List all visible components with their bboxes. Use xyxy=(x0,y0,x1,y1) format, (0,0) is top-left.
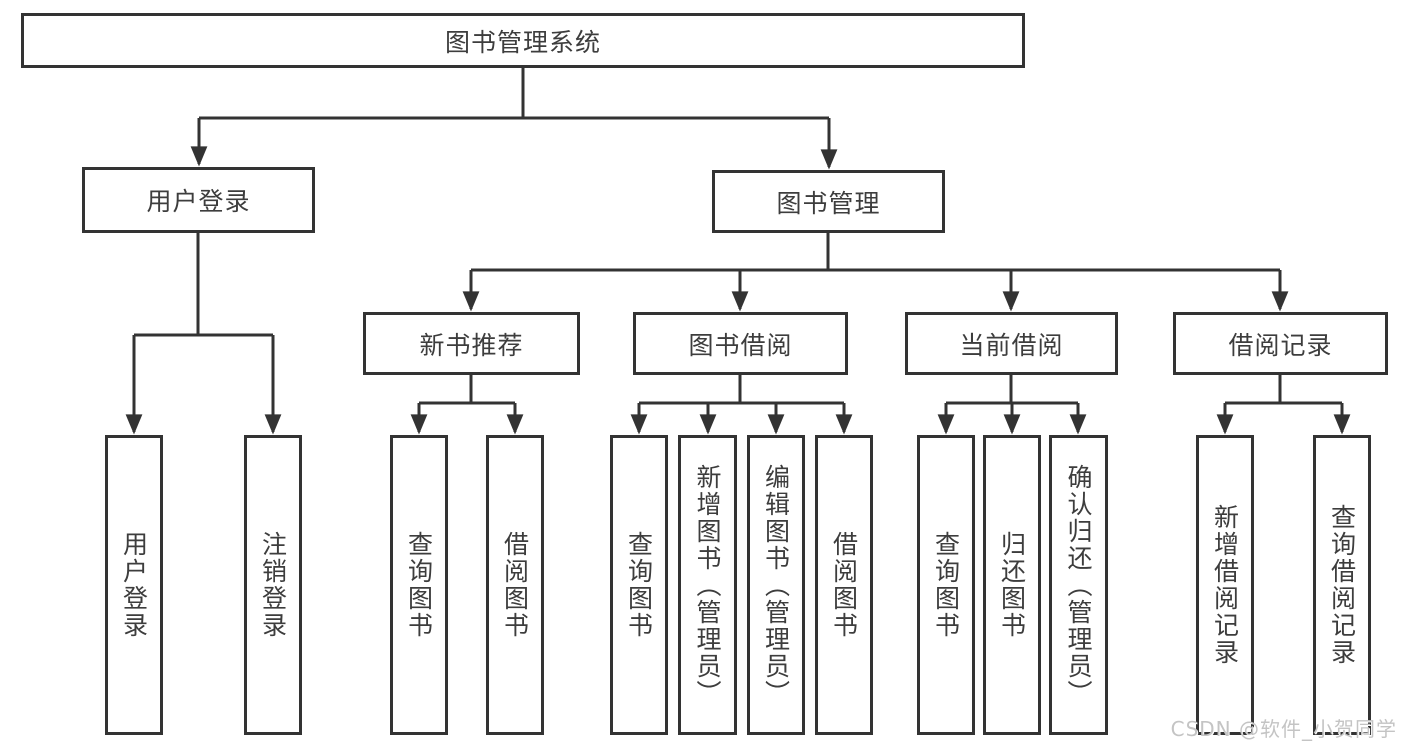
leaf-query-borrow-record: 查询借阅记录 xyxy=(1313,435,1371,735)
node-label: 归还图书 xyxy=(997,531,1027,639)
node-label: 查询图书 xyxy=(931,531,961,639)
node-borrow-records: 借阅记录 xyxy=(1173,312,1388,375)
node-label: 图书管理 xyxy=(776,188,881,218)
node-new-book-recommend: 新书推荐 xyxy=(363,312,580,375)
node-label: 新增图书（管理员） xyxy=(693,463,722,707)
node-label: 确认归还（管理员） xyxy=(1064,463,1093,707)
node-label: 用户登录 xyxy=(146,187,251,216)
leaf-add-books-admin: 新增图书（管理员） xyxy=(678,435,737,735)
node-label: 查询图书 xyxy=(404,531,434,639)
leaf-query-books-current: 查询图书 xyxy=(917,435,975,735)
node-label: 新增借阅记录 xyxy=(1210,504,1240,666)
node-book-management-branch: 图书管理 xyxy=(712,170,945,233)
leaf-user-login: 用户登录 xyxy=(105,435,163,735)
leaf-logout: 注销登录 xyxy=(244,435,302,735)
node-label: 当前借阅 xyxy=(959,330,1064,360)
leaf-borrow-books: 借阅图书 xyxy=(815,435,873,735)
node-current-borrowing: 当前借阅 xyxy=(905,312,1118,375)
leaf-confirm-return-admin: 确认归还（管理员） xyxy=(1049,435,1108,735)
node-label: 借阅图书 xyxy=(500,531,530,639)
leaf-borrow-books-recommend: 借阅图书 xyxy=(486,435,544,735)
node-label: 图书借阅 xyxy=(688,330,793,360)
node-system-root: 图书管理系统 xyxy=(21,13,1025,68)
node-label: 图书管理系统 xyxy=(444,27,601,57)
node-label: 查询图书 xyxy=(624,531,654,639)
leaf-return-books: 归还图书 xyxy=(983,435,1041,735)
node-label: 注销登录 xyxy=(258,531,288,639)
leaf-edit-books-admin: 编辑图书（管理员） xyxy=(747,435,805,735)
node-label: 查询借阅记录 xyxy=(1327,504,1357,666)
node-label: 借阅图书 xyxy=(829,531,859,639)
node-book-borrowing: 图书借阅 xyxy=(633,312,848,375)
node-label: 新书推荐 xyxy=(419,330,524,360)
csdn-watermark: CSDN @软件_小贺同学 xyxy=(1170,717,1397,741)
leaf-add-borrow-record: 新增借阅记录 xyxy=(1196,435,1254,735)
leaf-query-books-borrow: 查询图书 xyxy=(610,435,668,735)
node-label: 编辑图书（管理员） xyxy=(761,463,791,707)
leaf-query-books-recommend: 查询图书 xyxy=(390,435,448,735)
node-user-login-branch: 用户登录 xyxy=(82,167,315,233)
node-label: 用户登录 xyxy=(119,531,149,639)
node-label: 借阅记录 xyxy=(1228,330,1333,360)
